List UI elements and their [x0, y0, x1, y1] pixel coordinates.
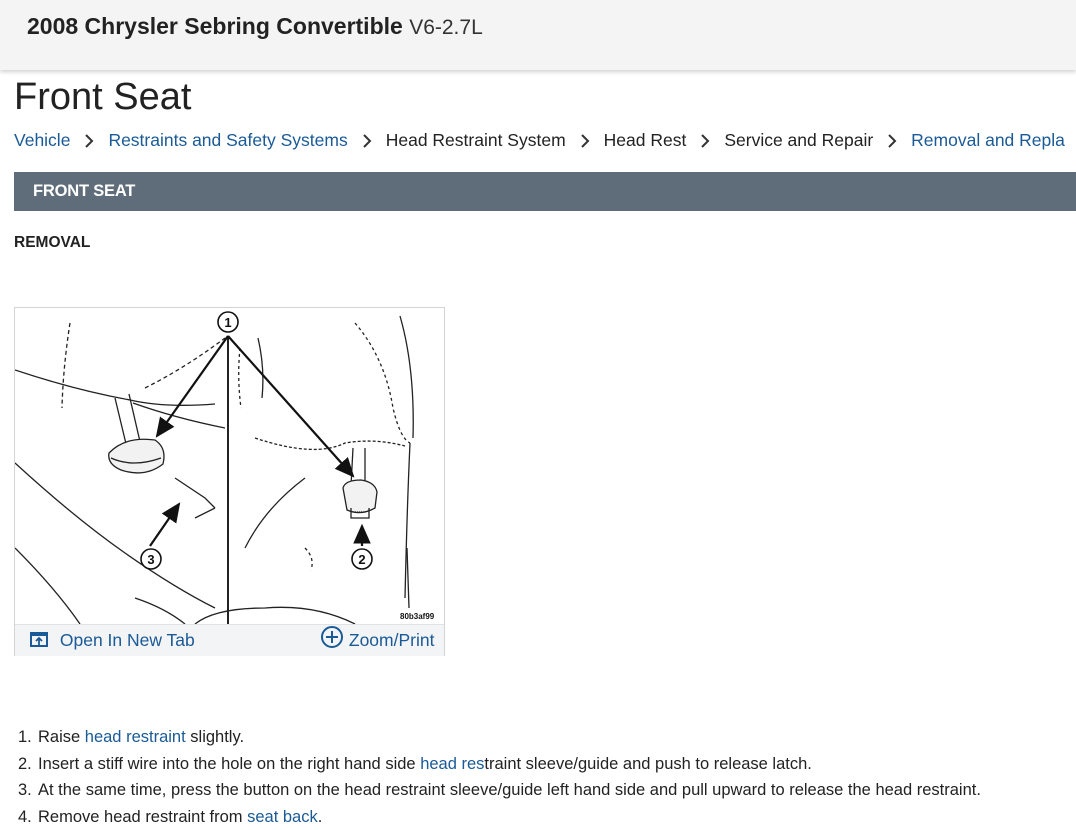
head-restraint-link[interactable]: head restraint — [85, 728, 186, 746]
callout-3: 3 — [141, 549, 161, 569]
open-new-tab-button[interactable]: Open In New Tab — [29, 625, 195, 656]
vehicle-name: 2008 Chrysler Sebring Convertible — [27, 13, 403, 39]
chevron-right-icon — [348, 128, 386, 152]
vehicle-title: 2008 Chrysler Sebring Convertible V6-2.7… — [27, 12, 483, 42]
list-item: 3.At the same time, press the button on … — [18, 777, 981, 804]
svg-text:3: 3 — [147, 552, 154, 567]
open-new-tab-icon — [29, 631, 49, 649]
section-title: FRONT SEAT — [33, 172, 135, 211]
breadcrumb-service-repair: Service and Repair — [724, 130, 873, 150]
open-new-tab-label: Open In New Tab — [60, 630, 195, 650]
breadcrumb-vehicle[interactable]: Vehicle — [14, 130, 70, 150]
figure-toolbar: Open In New Tab Zoom/Print — [15, 624, 444, 656]
zoom-plus-icon — [320, 625, 344, 649]
section-header: FRONT SEAT — [14, 172, 1076, 211]
subsection-title: REMOVAL — [14, 234, 90, 252]
page-title: Front Seat — [14, 74, 191, 120]
breadcrumb-head-restraint-system: Head Restraint System — [386, 130, 566, 150]
chevron-right-icon — [566, 128, 604, 152]
svg-text:1: 1 — [224, 315, 231, 330]
breadcrumb-restraints[interactable]: Restraints and Safety Systems — [108, 130, 347, 150]
list-item: 4.Remove head restraint from seat back. — [18, 804, 981, 830]
figure-panel: 1 2 3 80b3af99 Open In New Tab Zoom/Prin… — [14, 307, 445, 656]
chevron-right-icon — [873, 128, 911, 152]
callout-1: 1 — [218, 312, 238, 332]
svg-text:2: 2 — [358, 552, 365, 567]
callout-2: 2 — [352, 549, 372, 569]
breadcrumb: Vehicle Restraints and Safety Systems Head… — [14, 128, 1076, 152]
list-item: 2.Insert a stiff wire into the hole on t… — [18, 751, 981, 778]
head-restraint-diagram: 1 2 3 — [15, 308, 444, 624]
top-header: 2008 Chrysler Sebring Convertible V6-2.7… — [0, 0, 1076, 70]
vehicle-engine: V6-2.7L — [409, 16, 483, 39]
zoom-print-button[interactable]: Zoom/Print — [320, 625, 434, 656]
figure-code: 80b3af99 — [400, 612, 434, 621]
chevron-right-icon — [70, 128, 108, 152]
chevron-right-icon — [686, 128, 724, 152]
removal-steps: 1.Raise head restraint slightly. 2.Inser… — [18, 724, 981, 830]
zoom-print-label: Zoom/Print — [349, 630, 435, 650]
head-restraint-link[interactable]: head res — [420, 755, 484, 773]
seat-back-link[interactable]: seat back — [247, 808, 318, 826]
breadcrumb-head-rest: Head Rest — [604, 130, 687, 150]
breadcrumb-removal[interactable]: Removal and Repla — [911, 130, 1065, 150]
list-item: 1.Raise head restraint slightly. — [18, 724, 981, 751]
